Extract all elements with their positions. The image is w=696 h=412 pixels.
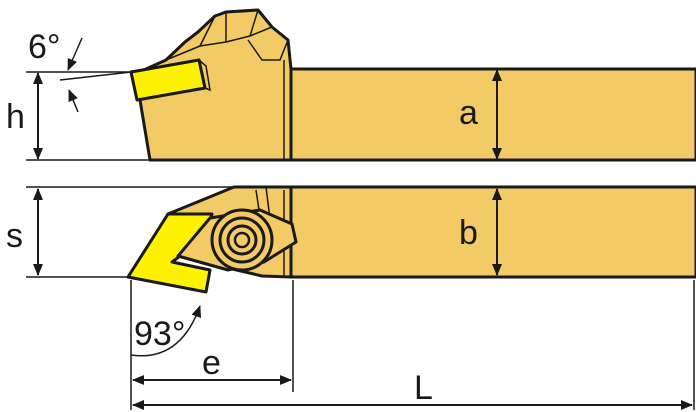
label-s: s: [6, 217, 23, 255]
top-shank: [289, 185, 696, 279]
angle-6-arrow-upper: [67, 37, 83, 71]
side-insert-face: [198, 59, 211, 92]
label-e: e: [202, 344, 221, 382]
angle-6-arrow-lower: [68, 89, 79, 113]
clamp-screw-ring3: [233, 231, 251, 249]
side-clamp-detail: [165, 9, 289, 61]
label-b: b: [459, 214, 478, 252]
label-6-degree: 6°: [28, 28, 61, 66]
top-view: s b 93° e L: [6, 185, 696, 410]
side-shank: [289, 67, 696, 162]
label-a: a: [459, 94, 478, 132]
label-L: L: [414, 369, 433, 407]
angle-6-line: [59, 71, 132, 81]
label-h: h: [6, 98, 25, 136]
clamp-screw-ring2: [226, 224, 258, 256]
label-93-degree: 93°: [134, 315, 185, 353]
clamp-screw-ring1: [218, 216, 266, 264]
side-view: 6° h a: [6, 8, 696, 162]
angle-93-arc: [130, 305, 202, 357]
